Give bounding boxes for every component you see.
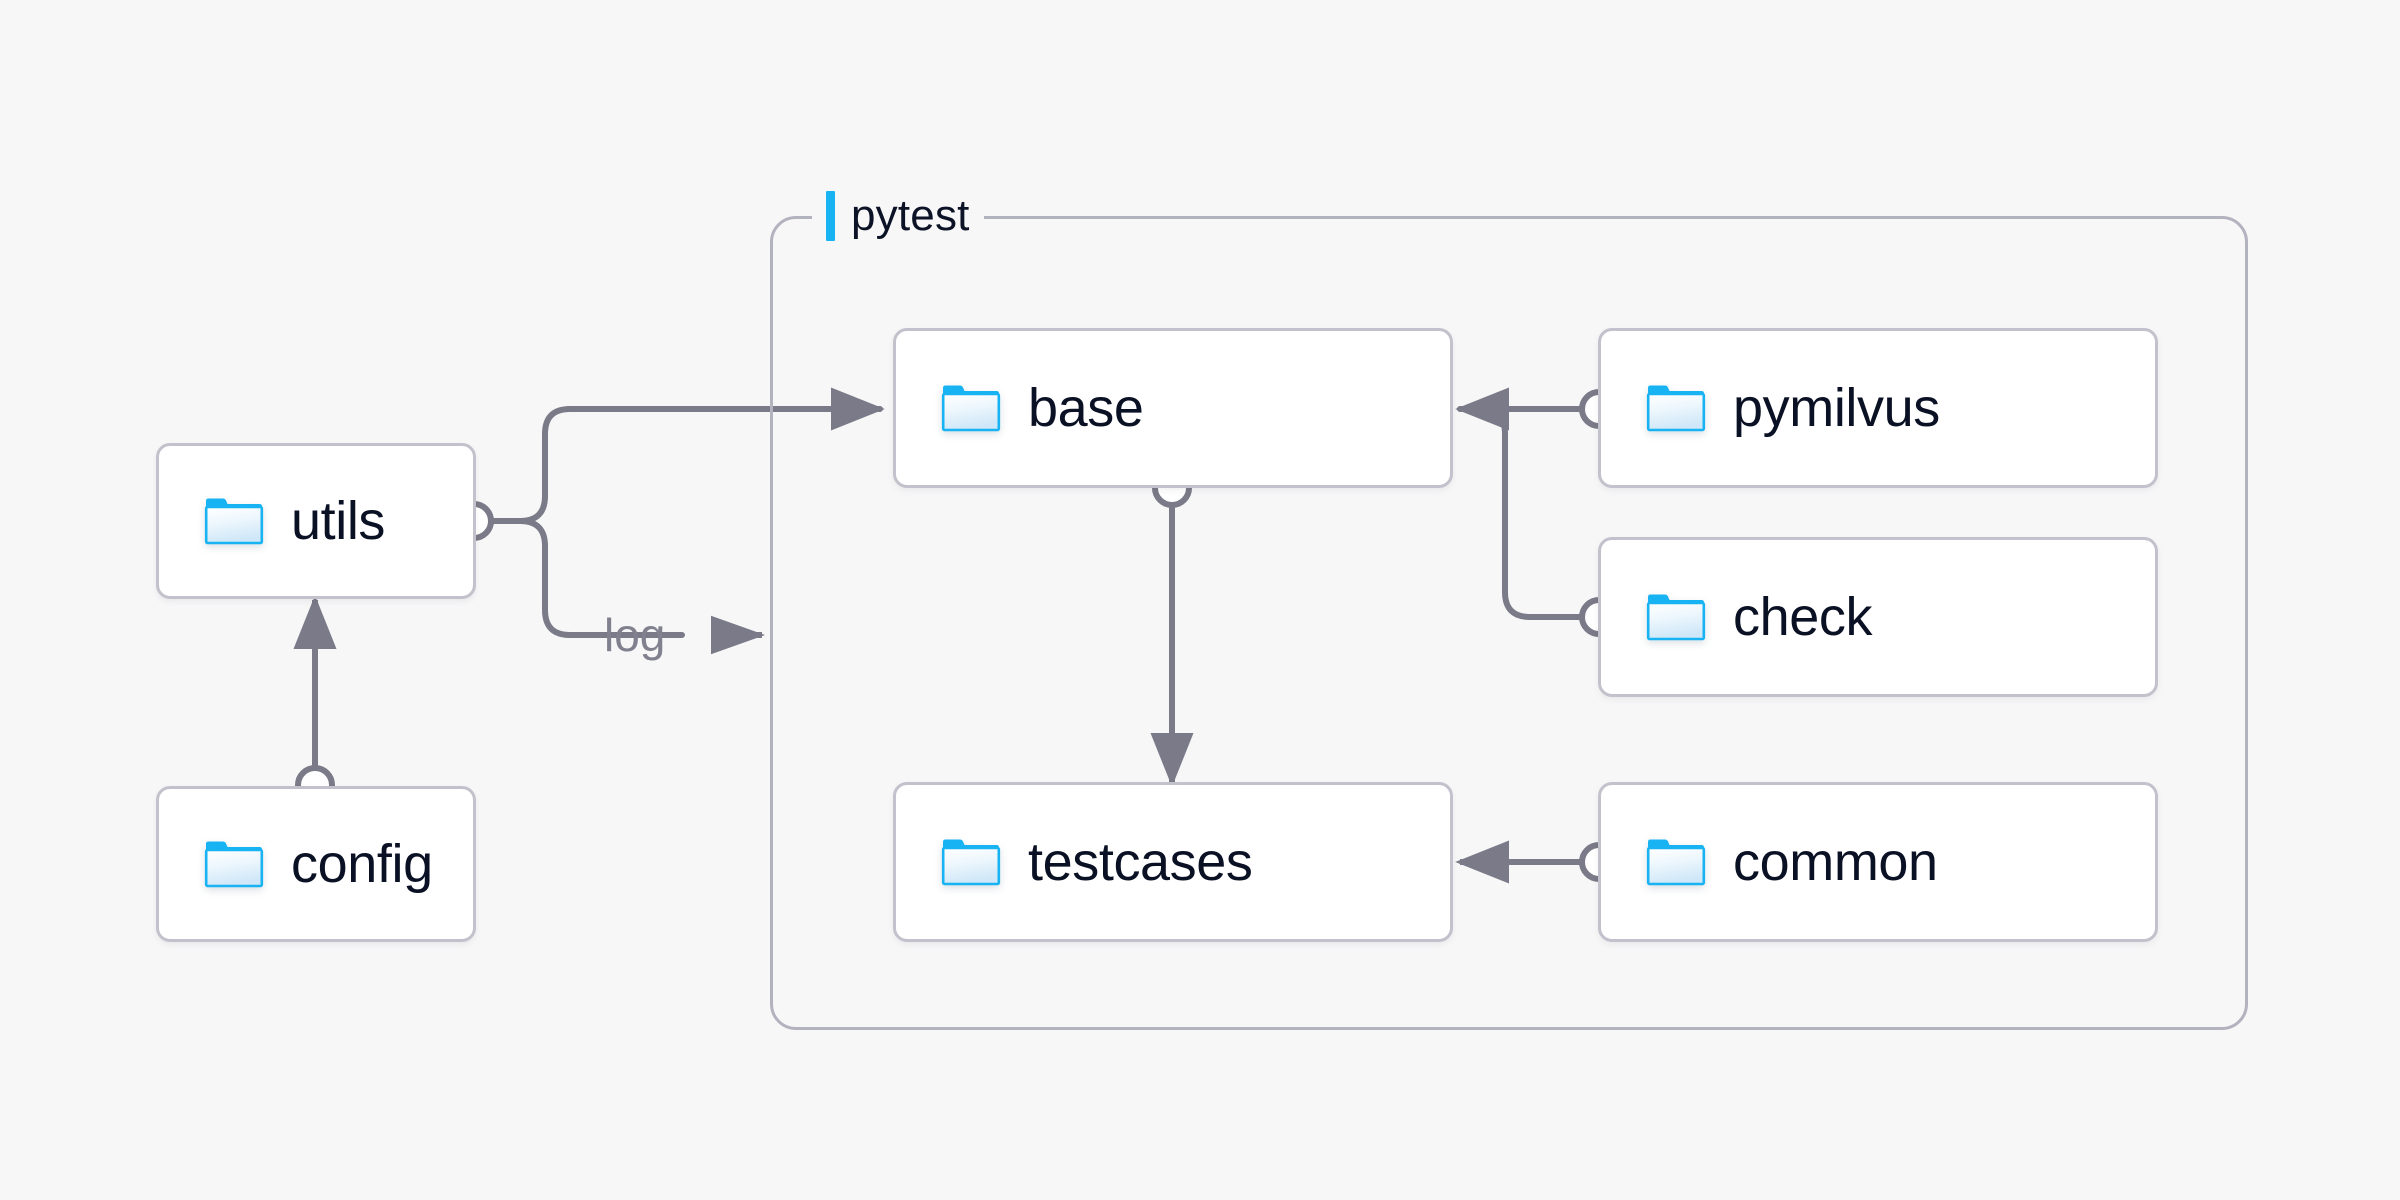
node-check[interactable]: check (1598, 537, 2158, 697)
folder-icon (204, 841, 264, 888)
node-base[interactable]: base (893, 328, 1453, 488)
group-pytest[interactable] (770, 216, 2248, 1030)
node-utils-label: utils (291, 491, 386, 551)
folder-icon (1646, 594, 1706, 641)
folder-icon (204, 498, 264, 545)
group-pytest-label-text: pytest (851, 191, 970, 240)
node-common[interactable]: common (1598, 782, 2158, 942)
node-testcases-label: testcases (1028, 832, 1253, 892)
node-testcases[interactable]: testcases (893, 782, 1453, 942)
folder-icon (941, 385, 1001, 432)
node-check-label: check (1733, 587, 1873, 647)
accent-bar-icon (826, 191, 835, 241)
node-config-label: config (291, 834, 433, 894)
edge-label-log: log (604, 609, 666, 661)
node-common-label: common (1733, 832, 1938, 892)
folder-icon (941, 839, 1001, 886)
node-config[interactable]: config (156, 786, 476, 942)
node-pymilvus-label: pymilvus (1733, 378, 1940, 438)
node-base-label: base (1028, 378, 1144, 438)
node-utils[interactable]: utils (156, 443, 476, 599)
node-pymilvus[interactable]: pymilvus (1598, 328, 2158, 488)
edge-config-to-utils (293, 595, 337, 805)
folder-icon (1646, 839, 1706, 886)
folder-icon (1646, 385, 1706, 432)
group-pytest-label: pytest (812, 188, 984, 244)
